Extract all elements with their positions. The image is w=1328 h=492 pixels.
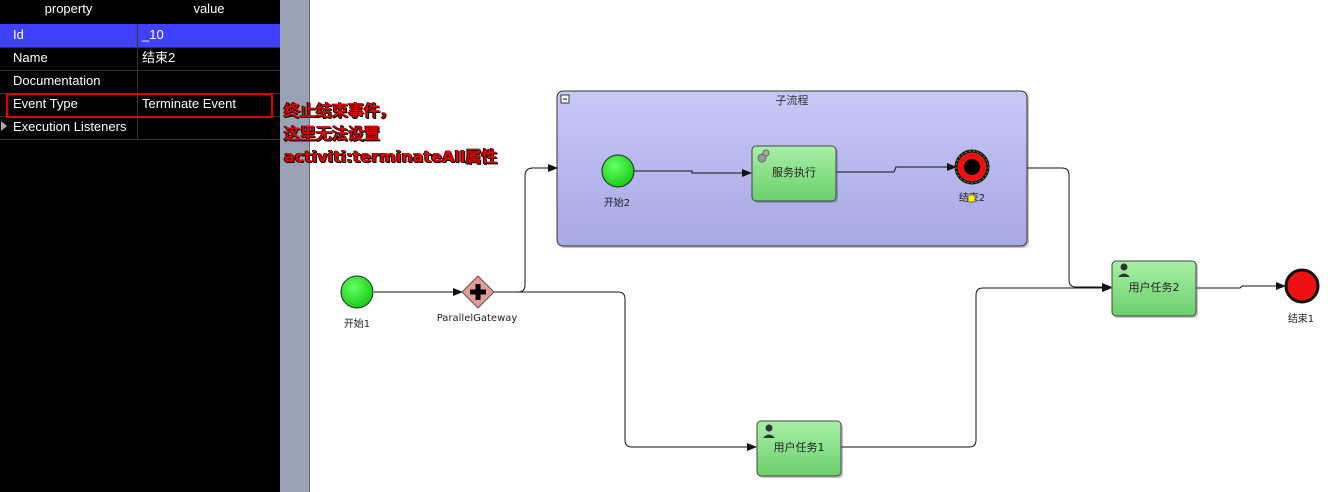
user-task-2[interactable]: 用户任务2 bbox=[1111, 260, 1198, 318]
gears-icon bbox=[757, 149, 770, 163]
flow-subprocess-usertask2[interactable] bbox=[1027, 167, 1112, 291]
sequence-flows bbox=[374, 163, 1286, 451]
diagram-svg: 子流程 bbox=[340, 90, 1320, 478]
property-column-header[interactable]: property bbox=[44, 1, 93, 16]
start-event-2[interactable] bbox=[601, 154, 635, 188]
parallel-gateway[interactable] bbox=[461, 275, 495, 309]
service-task[interactable]: 服务执行 bbox=[751, 145, 838, 203]
column-divider bbox=[137, 93, 138, 116]
property-value[interactable]: _10 bbox=[142, 27, 164, 42]
annotation-line: 这里无法设置 bbox=[284, 124, 381, 143]
flow-usertask1-usertask2[interactable] bbox=[841, 284, 1112, 448]
flow-start2-service[interactable] bbox=[634, 169, 752, 177]
end-event-1-label: 结束1 bbox=[1288, 312, 1314, 325]
panel-splitter[interactable] bbox=[280, 0, 310, 492]
property-value[interactable]: 结束2 bbox=[142, 50, 176, 65]
diagram-canvas[interactable]: 子流程 bbox=[310, 0, 1328, 492]
property-key: Execution Listeners bbox=[13, 119, 127, 134]
user-task-1-label: 用户任务1 bbox=[774, 440, 825, 454]
user-task-2-label: 用户任务2 bbox=[1129, 280, 1180, 294]
plus-icon bbox=[470, 284, 486, 300]
properties-panel: property value Id _10 Name 结束2 Documenta… bbox=[0, 0, 280, 492]
event-type-highlight-box bbox=[6, 93, 273, 118]
terminate-end-event-2[interactable] bbox=[954, 149, 990, 185]
property-key: Name bbox=[13, 50, 48, 65]
column-divider bbox=[137, 24, 138, 47]
user-task-1[interactable]: 用户任务1 bbox=[756, 420, 843, 478]
property-row-execution-listeners[interactable]: Execution Listeners bbox=[0, 116, 280, 140]
property-row-documentation[interactable]: Documentation bbox=[0, 70, 280, 94]
minus-icon[interactable] bbox=[560, 94, 570, 104]
property-key: Event Type bbox=[13, 96, 78, 111]
user-icon bbox=[1118, 263, 1130, 277]
flow-gateway-usertask1[interactable] bbox=[494, 291, 757, 451]
column-divider bbox=[137, 47, 138, 70]
property-row-name[interactable]: Name 结束2 bbox=[0, 47, 280, 71]
value-column-header[interactable]: value bbox=[193, 1, 225, 16]
flow-usertask2-end1[interactable] bbox=[1196, 282, 1286, 290]
expand-arrow-icon[interactable] bbox=[1, 121, 7, 131]
selection-handle[interactable] bbox=[967, 194, 976, 203]
annotation-line: 终止结束事件， bbox=[284, 101, 397, 120]
property-row-id[interactable]: Id _10 bbox=[0, 24, 280, 48]
property-key: Id bbox=[13, 27, 24, 42]
annotation-text: 终止结束事件， 这里无法设置 activiti:terminateAll属性 bbox=[284, 99, 497, 168]
user-icon bbox=[763, 424, 775, 438]
subprocess-label: 子流程 bbox=[776, 93, 809, 107]
property-key: Documentation bbox=[13, 73, 101, 88]
start-event-1-label: 开始1 bbox=[344, 317, 370, 330]
start-event-1[interactable] bbox=[340, 275, 374, 309]
column-divider bbox=[137, 116, 138, 139]
gateway-label: ParallelGateway bbox=[437, 313, 518, 324]
start-event-2-label: 开始2 bbox=[604, 196, 630, 209]
service-task-label: 服务执行 bbox=[772, 165, 816, 179]
property-value[interactable]: Terminate Event bbox=[142, 96, 236, 111]
annotation-line: activiti:terminateAll属性 bbox=[284, 147, 498, 166]
end-event-1[interactable] bbox=[1284, 268, 1320, 304]
flow-gateway-subprocess[interactable] bbox=[494, 164, 558, 293]
column-divider bbox=[137, 70, 138, 93]
flow-service-end2[interactable] bbox=[836, 163, 957, 173]
